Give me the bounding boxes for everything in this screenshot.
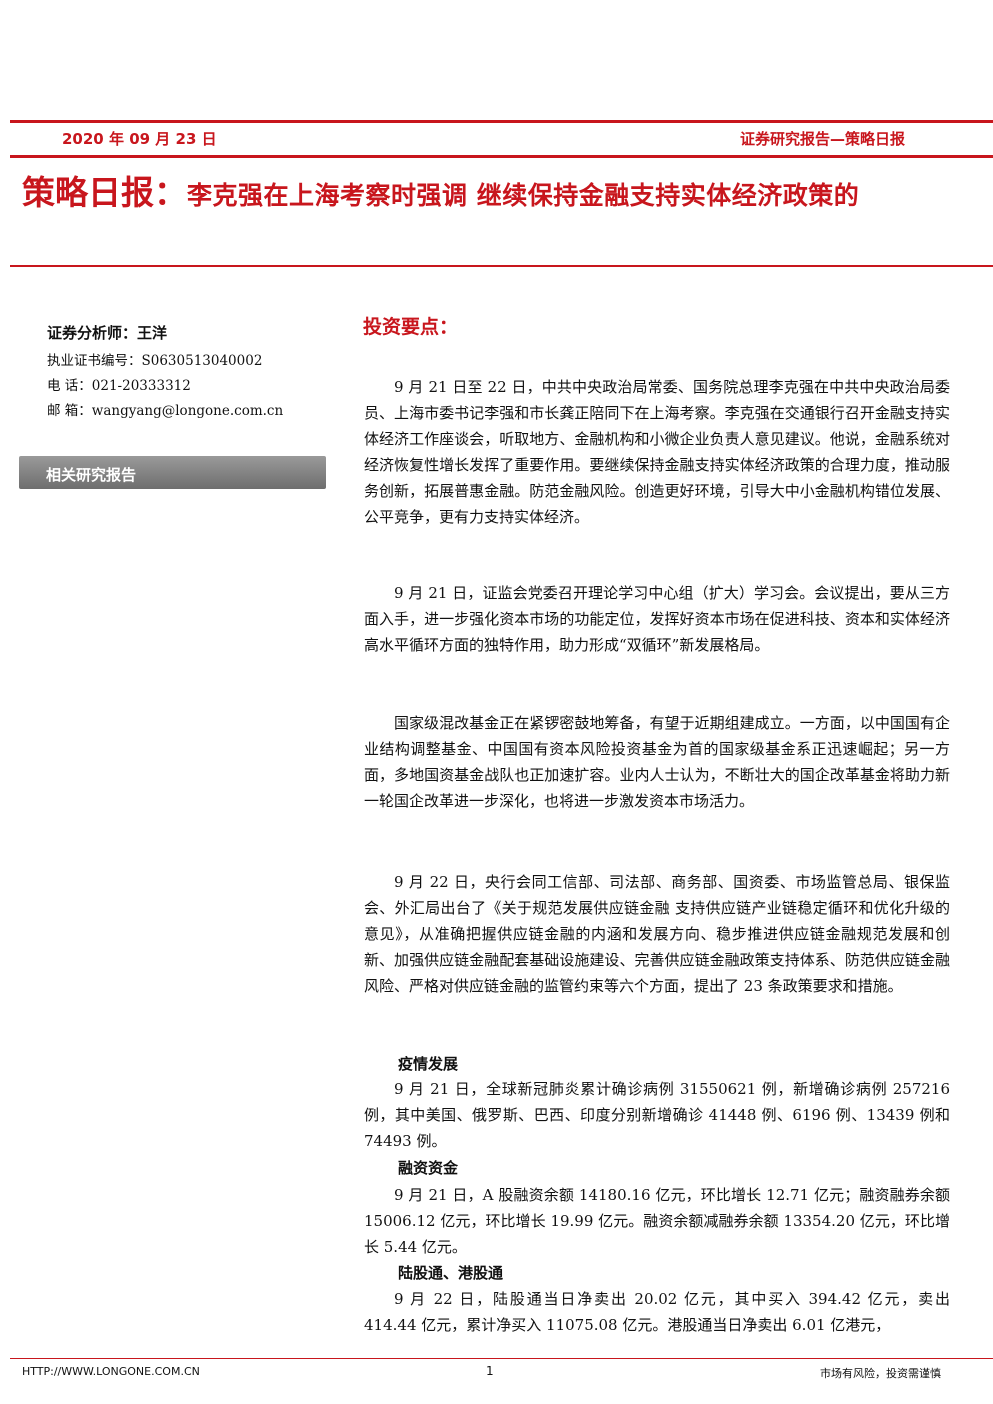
paragraph-2: 9 月 21 日，证监会党委召开理论学习中心组（扩大）学习会。会议提出，要从三方…: [364, 584, 950, 654]
header-bottom-rule: [10, 155, 993, 158]
page-number: 1: [486, 1364, 494, 1378]
title-rest: 李克强在上海考察时强调 继续保持金融支持实体经济政策的: [187, 181, 860, 210]
header-top-rule: [10, 120, 993, 123]
title-prefix: 策略日报：: [22, 173, 187, 210]
section-heading-epidemic: 疫情发展: [398, 1055, 459, 1073]
header-bar: [10, 120, 993, 158]
section-heading-financing: 融资资金: [398, 1159, 459, 1177]
analyst-email: 邮 箱：wangyang@longone.com.cn: [47, 403, 284, 419]
report-type: 证券研究报告—策略日报: [740, 130, 906, 148]
title-divider: [10, 265, 993, 267]
section-heading-connect: 陆股通、港股通: [398, 1264, 504, 1282]
section-text-connect: 9 月 22 日，陆股通当日净卖出 20.02 亿元，其中买入 394.42 亿…: [364, 1290, 950, 1334]
risk-disclaimer: 市场有风险，投资需谨慎: [820, 1367, 941, 1380]
analyst-phone: 电 话：021-20333312: [47, 378, 191, 394]
report-date: 2020 年 09 月 23 日: [62, 130, 217, 148]
investment-highlights-heading: 投资要点：: [363, 316, 459, 338]
section-text-epidemic: 9 月 21 日，全球新冠肺炎累计确诊病例 31550621 例，新增确诊病例 …: [364, 1080, 950, 1150]
paragraph-3: 国家级混改基金正在紧锣密鼓地筹备，有望于近期组建成立。一方面，以中国国有企业结构…: [364, 714, 950, 810]
page-title: 策略日报：李克强在上海考察时强调 继续保持金融支持实体经济政策的: [22, 166, 993, 210]
paragraph-1: 9 月 21 日至 22 日，中共中央政治局常委、国务院总理李克强在中共中央政治…: [364, 378, 950, 526]
related-reports-label: 相关研究报告: [46, 466, 137, 484]
footer-divider: [10, 1358, 993, 1359]
footer-url-link[interactable]: HTTP://WWW.LONGONE.COM.CN: [22, 1365, 200, 1378]
analyst-name: 证券分析师：王洋: [47, 324, 168, 342]
section-text-financing: 9 月 21 日，A 股融资余额 14180.16 亿元，环比增长 12.71 …: [364, 1186, 950, 1256]
paragraph-4: 9 月 22 日，央行会同工信部、司法部、商务部、国资委、市场监管总局、银保监会…: [364, 873, 950, 995]
related-reports-bar: [19, 456, 326, 489]
analyst-cert: 执业证书编号：S0630513040002: [47, 353, 263, 369]
